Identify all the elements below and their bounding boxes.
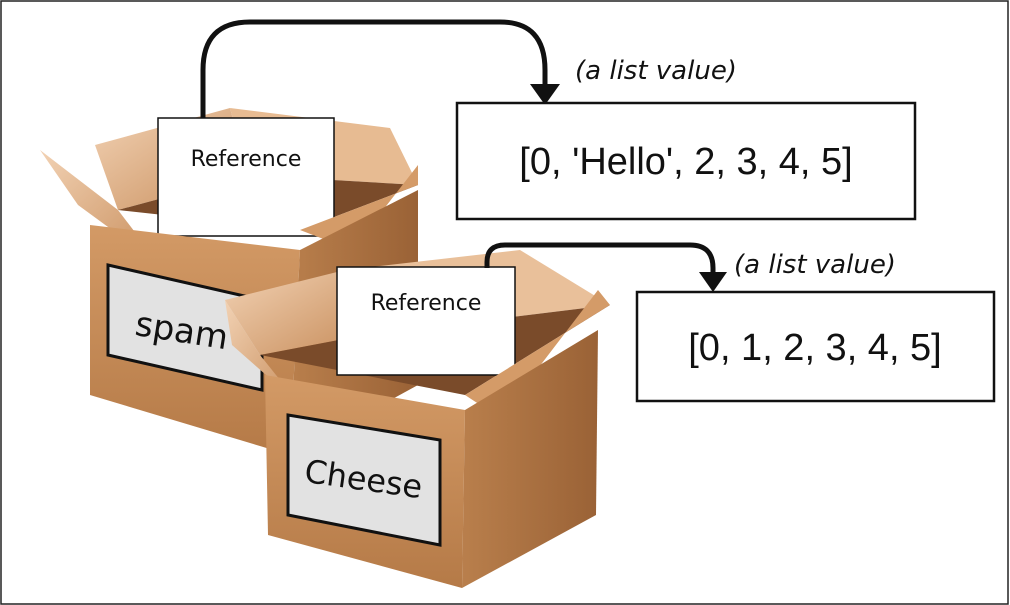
spam-list-caption: (a list value) (575, 56, 737, 86)
spam-reference-card: Reference (157, 117, 335, 237)
spam-reference-arrow (200, 19, 560, 118)
cheese-reference-arrow (484, 242, 727, 292)
spam-front-flap-right (300, 165, 418, 250)
cheese-reference-text: Reference (371, 291, 482, 316)
spam-list-box (455, 101, 917, 221)
cheese-back-flap-left (225, 270, 365, 355)
cheese-list-box (635, 290, 996, 403)
cheese-label-plate (286, 413, 442, 547)
spam-list-value: (a list value) [0, 'Hello', 2, 3, 4, 5] (455, 56, 917, 221)
spam-reference-text: Reference (191, 147, 302, 172)
cheese-front-flap-right (465, 290, 610, 418)
cheese-list-caption: (a list value) (734, 250, 896, 280)
spam-list-content: [0, 'Hello', 2, 3, 4, 5] (519, 141, 852, 183)
spam-box: Reference spam (40, 108, 418, 455)
cheese-list-content: [0, 1, 2, 3, 4, 5] (688, 327, 942, 369)
cheese-box-side (462, 330, 598, 588)
cheese-box: Reference Cheese (225, 250, 610, 588)
spam-label-plate (106, 263, 264, 392)
cheese-reference-card: Reference (336, 266, 516, 376)
cheese-list-value: (a list value) [0, 1, 2, 3, 4, 5] (635, 250, 996, 403)
